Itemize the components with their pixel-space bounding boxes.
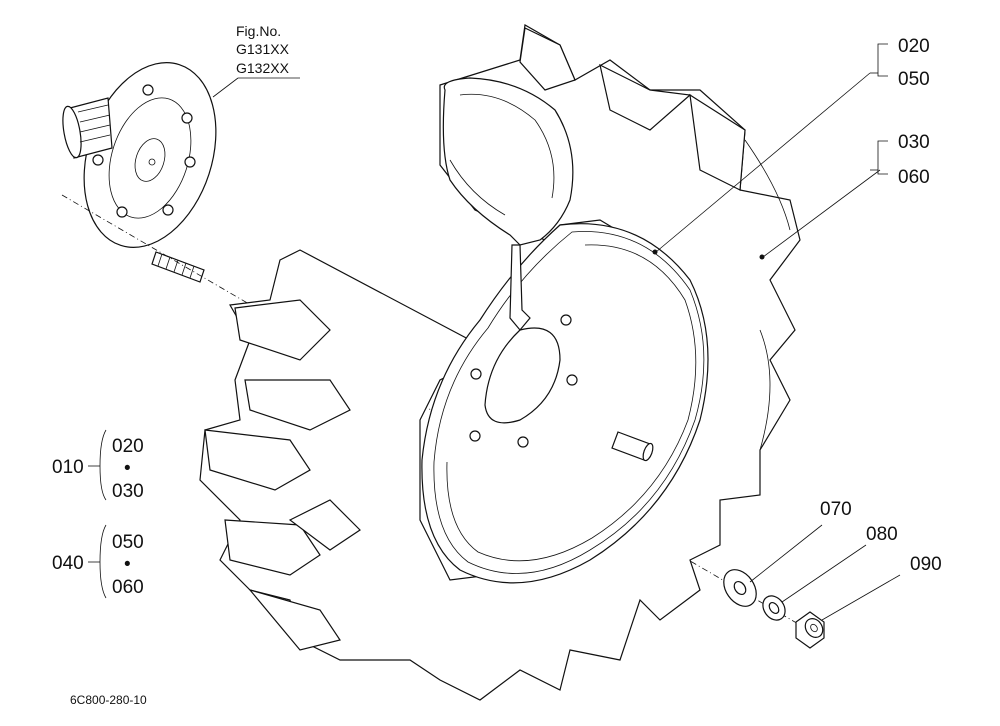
rim-disc [421, 223, 709, 584]
legend-020: 020 [112, 436, 144, 457]
tire [199, 24, 801, 701]
legend-sep-1: • [124, 458, 131, 479]
legend-030: 030 [112, 481, 144, 502]
callout-060: 060 [898, 167, 930, 188]
hub-flange [62, 62, 217, 248]
legend-050: 050 [112, 532, 144, 553]
fig-number-2: G132XX [236, 60, 290, 76]
callout-070: 070 [820, 499, 852, 520]
leader-lines [212, 43, 901, 621]
fig-no-label: Fig.No. [236, 23, 281, 39]
callout-050: 050 [898, 69, 930, 90]
spring-washer-080 [762, 595, 786, 621]
legend-010: 010 [52, 457, 84, 478]
reference-code: 6C800-280-10 [70, 693, 147, 707]
legend-sep-2: • [124, 554, 131, 575]
fig-number-1: G131XX [236, 41, 290, 57]
callout-030: 030 [898, 132, 930, 153]
nut-090 [795, 611, 825, 649]
valve-stem [611, 431, 654, 462]
washer-070 [723, 569, 757, 607]
stud-bolt [151, 251, 205, 283]
legend-brackets [88, 429, 107, 599]
callout-020: 020 [898, 36, 930, 57]
legend-040: 040 [52, 553, 84, 574]
callout-090: 090 [910, 554, 942, 575]
callout-080: 080 [866, 524, 898, 545]
legend-060: 060 [112, 577, 144, 598]
